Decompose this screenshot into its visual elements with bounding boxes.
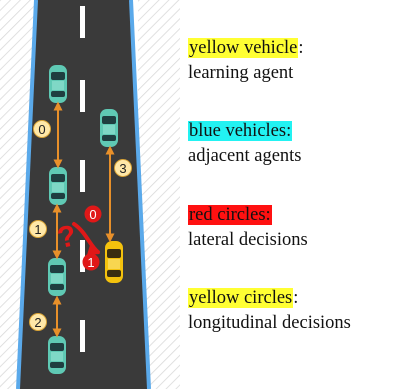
longitudinal-circle-3: 3 <box>114 159 132 177</box>
legend-key-suffix: : <box>293 288 299 308</box>
longitudinal-circle-label: 2 <box>34 315 41 330</box>
lateral-circle-label: 0 <box>89 207 96 222</box>
lateral-decision-marker: ? <box>55 219 100 255</box>
highway-scene: 0 1 2 3 ? 0 1 <box>0 0 180 389</box>
legend-description: lateral decisions <box>188 230 308 250</box>
legend-description: learning agent <box>188 63 294 83</box>
legend-key-suffix: : <box>298 38 304 58</box>
road-right-edge <box>129 0 151 389</box>
longitudinal-circle-label: 3 <box>119 161 126 176</box>
legend-yellow-circles: yellow circles: longitudinal decisions <box>188 286 351 336</box>
blue-vehicle <box>49 167 67 205</box>
legend-key: yellow vehicle <box>188 38 299 58</box>
lateral-circle-1: 1 <box>82 253 100 271</box>
longitudinal-circle-2: 2 <box>29 313 47 331</box>
legend-key: blue vehicles: <box>188 121 293 141</box>
road-left-edge <box>16 0 38 389</box>
legend-description: longitudinal decisions <box>188 313 351 333</box>
lane-divider <box>80 6 85 352</box>
longitudinal-circle-label: 0 <box>38 122 45 137</box>
blue-vehicle <box>49 65 67 103</box>
legend-blue-vehicles: blue vehicles: adjacent agents <box>188 119 302 169</box>
blue-vehicle <box>48 336 66 374</box>
blue-vehicle <box>100 109 118 147</box>
lateral-circle-0: 0 <box>84 205 102 223</box>
yellow-vehicle <box>105 241 123 283</box>
legend-key: red circles: <box>188 205 272 225</box>
longitudinal-circle-label: 1 <box>34 222 41 237</box>
legend-key: yellow circles <box>188 288 294 308</box>
legend-description: adjacent agents <box>188 146 302 166</box>
blue-vehicle <box>48 258 66 296</box>
legend-yellow-vehicle: yellow vehicle: learning agent <box>188 36 304 86</box>
lateral-circle-label: 1 <box>87 255 94 270</box>
legend-red-circles: red circles: lateral decisions <box>188 203 308 253</box>
longitudinal-circle-1: 1 <box>29 220 47 238</box>
longitudinal-circle-0: 0 <box>33 120 51 138</box>
